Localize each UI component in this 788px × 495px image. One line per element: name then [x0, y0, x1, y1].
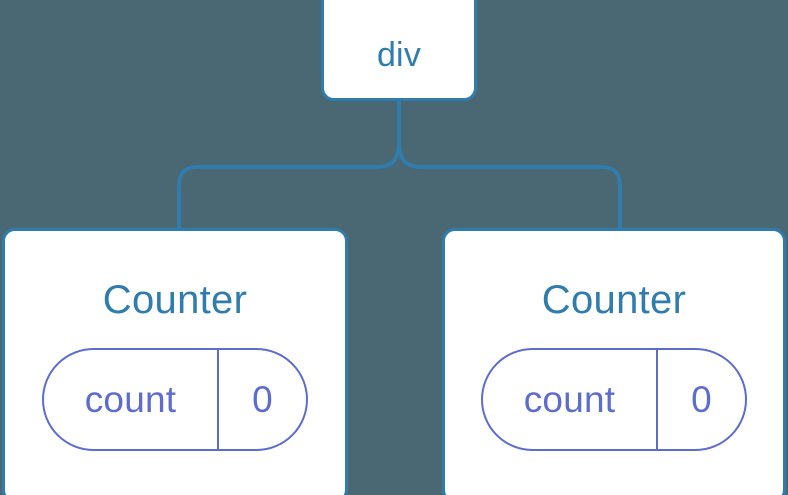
state-pill-count[interactable]: count 0	[42, 348, 308, 451]
component-title: Counter	[102, 278, 248, 322]
component-title: Counter	[541, 278, 687, 322]
state-value-label: 0	[691, 379, 712, 420]
node-counter-right[interactable]: Counter count 0	[442, 228, 786, 495]
connector-branch-right	[397, 140, 622, 232]
connector-branch-left	[177, 140, 401, 232]
state-value-cell: 0	[658, 350, 745, 449]
node-counter-left[interactable]: Counter count 0	[2, 228, 348, 495]
node-div-label: div	[376, 36, 422, 74]
state-key-cell: count	[483, 350, 658, 449]
node-div[interactable]: div	[321, 0, 477, 101]
state-value-cell: 0	[219, 350, 306, 449]
state-pill-count[interactable]: count 0	[481, 348, 747, 451]
state-key-label: count	[84, 379, 177, 420]
state-key-label: count	[523, 379, 616, 420]
state-value-label: 0	[252, 379, 273, 420]
state-key-cell: count	[44, 350, 219, 449]
